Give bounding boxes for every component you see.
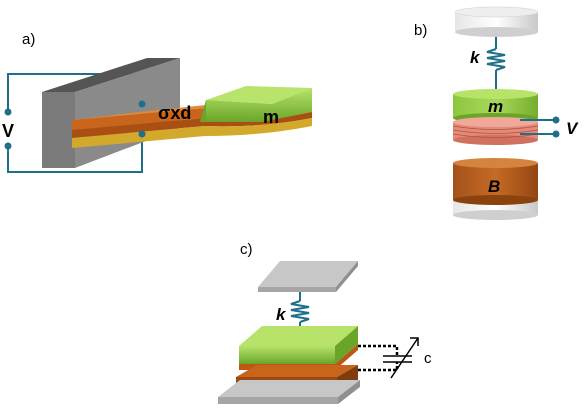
panel-b-terminal-top [552,116,560,124]
panel-b-voltage-label: V [566,119,579,138]
panel-b-magnet-label: B [488,177,500,196]
panel-c-top-plate [258,261,358,292]
panel-c: c) k [218,241,432,404]
panel-c-label: c) [240,241,253,258]
panel-b-mass-label: m [488,97,503,116]
panel-a-electrode-top [138,100,146,108]
panel-b-magnet [453,158,538,220]
panel-c-spring [290,292,310,328]
panel-b-terminal-bottom [552,130,560,138]
panel-a-mass-label: m [263,107,279,127]
panel-c-variable-capacitor [383,337,419,379]
panel-b-top-plate [454,6,539,37]
panel-a-voltage-label: V [2,121,14,141]
panel-a-terminal-bottom [4,142,12,150]
panel-a-proof-mass [200,86,312,122]
panel-c-capacitor-leads [358,344,399,372]
panel-b: b) k m [414,6,579,220]
panel-c-spring-label: k [276,305,287,324]
panel-c-capacitor-label: c [424,350,432,367]
panel-b-label: b) [414,22,427,39]
panel-b-spring-label: k [470,48,481,67]
panel-a: a) V σxd m [2,31,312,173]
panel-a-coefficient-label: σxd [158,103,191,123]
panel-b-coil [452,117,539,145]
panel-b-mass [453,89,538,123]
panel-c-movable-plate [239,326,358,370]
panel-b-coil-wires [520,119,556,135]
panel-a-terminal-top [4,108,12,116]
panel-c-base-plate [218,380,360,404]
panel-a-electrode-bottom [138,130,146,138]
panel-b-spring [486,37,506,92]
panel-a-label: a) [22,31,35,48]
